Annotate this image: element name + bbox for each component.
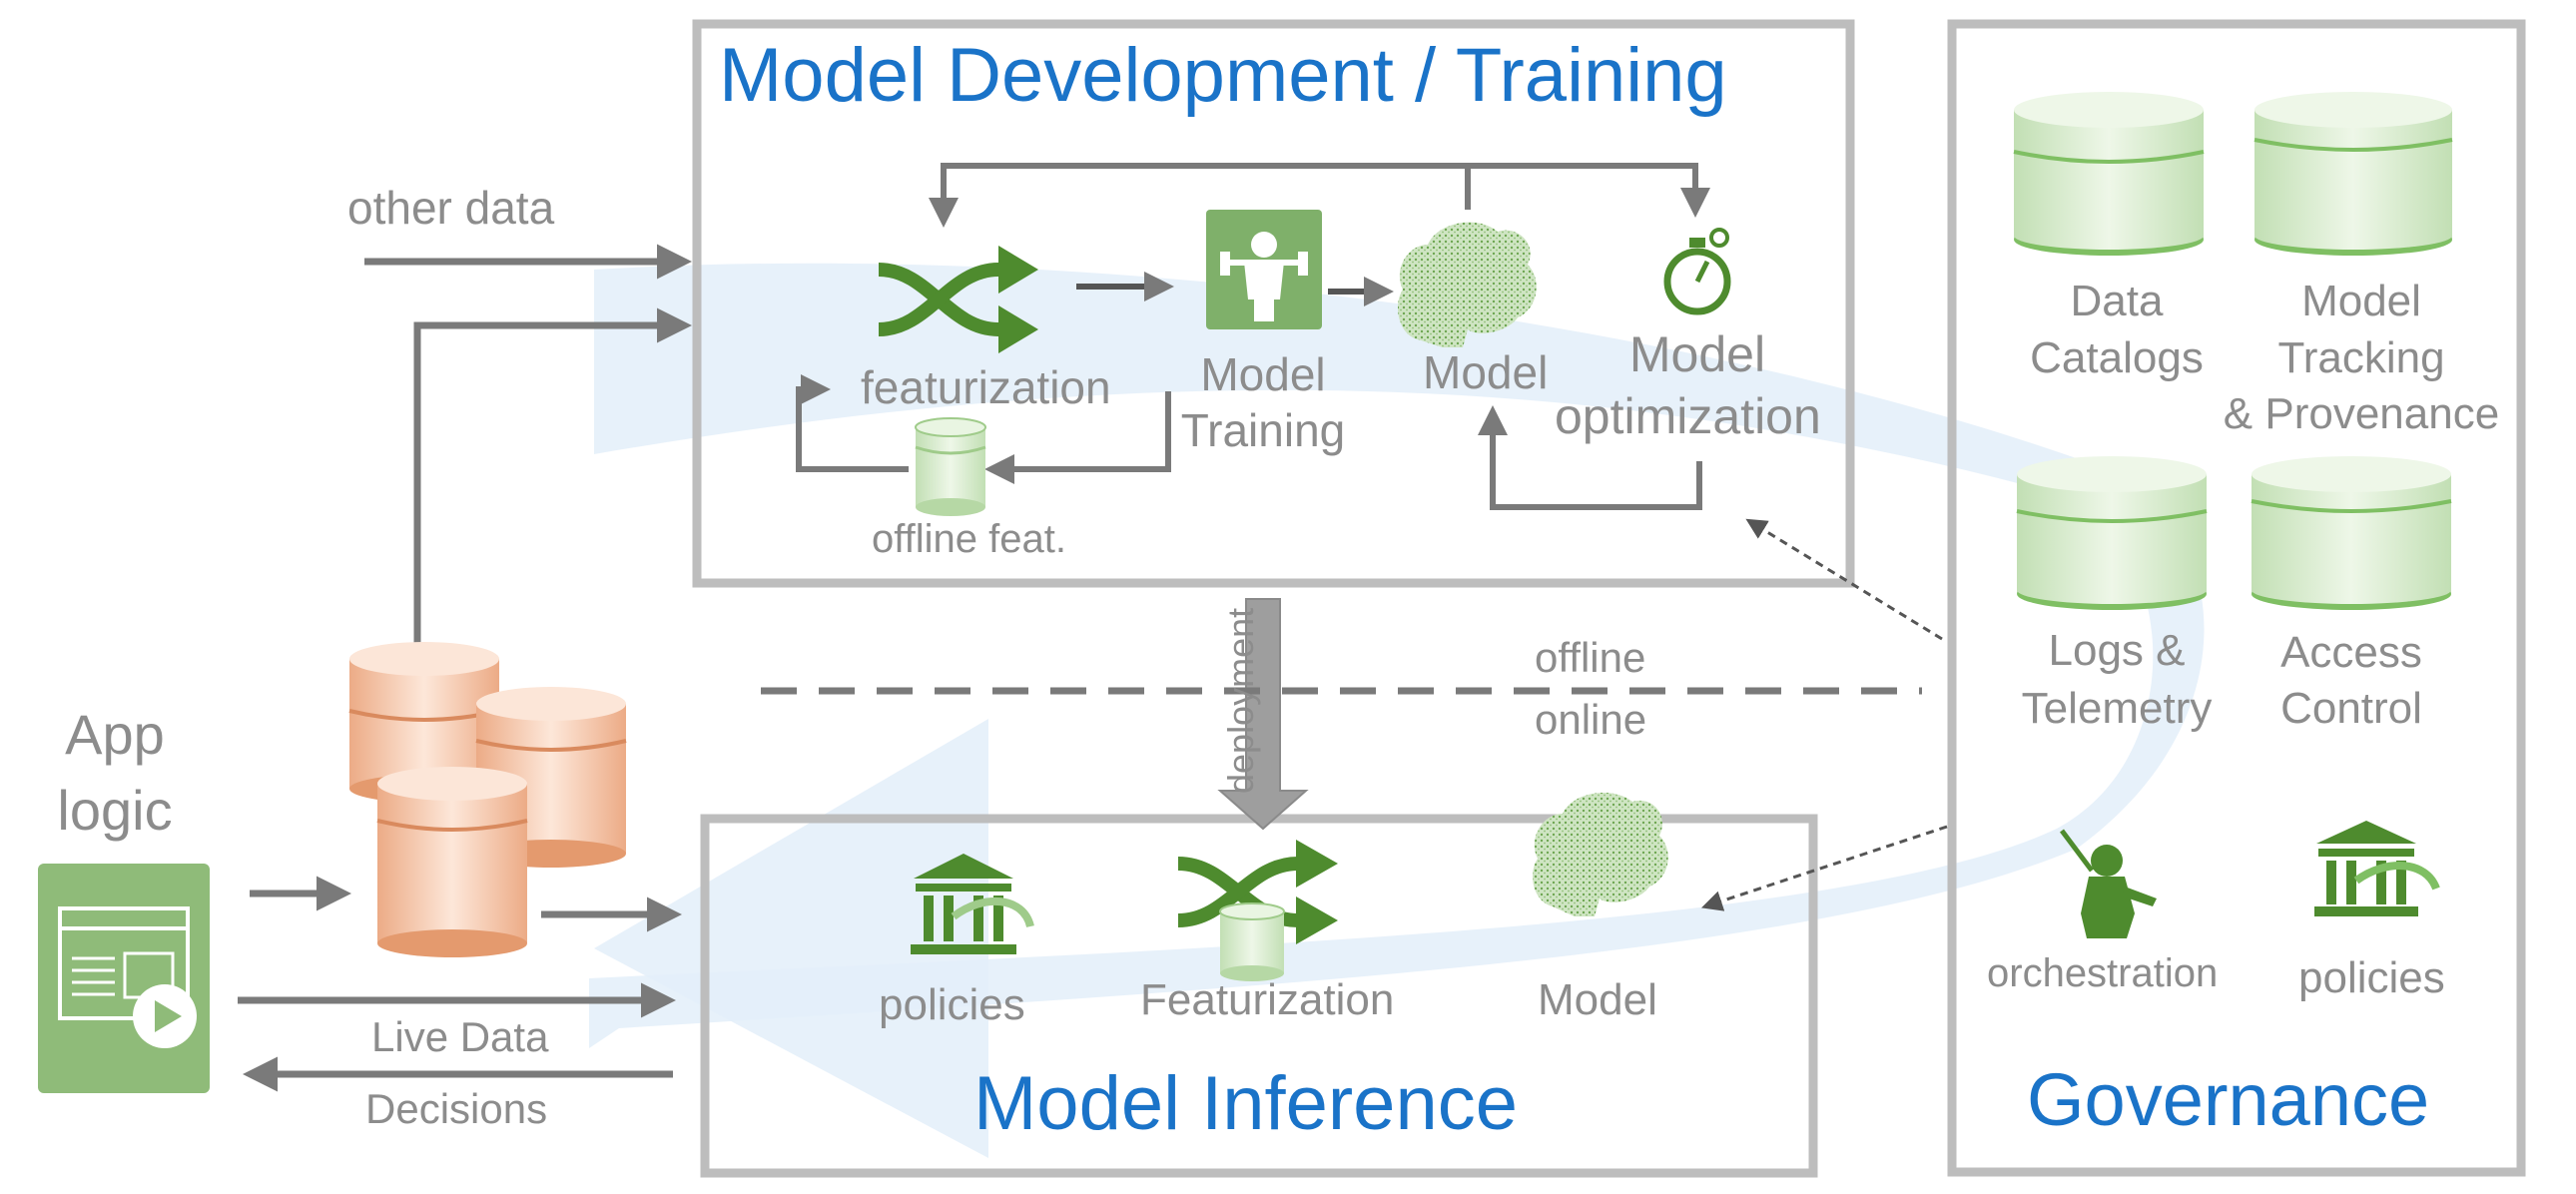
model-tracking-db-icon <box>2254 92 2453 256</box>
gov-bank-icon <box>2314 821 2440 916</box>
offline-label: offline <box>1535 634 1646 681</box>
training-label-line2: Training <box>1180 404 1346 456</box>
model-tracking-label-line1: Model <box>2301 277 2421 325</box>
conductor-icon <box>2060 829 2157 938</box>
orange-db-front <box>376 767 528 957</box>
inference-shuffle-icon <box>1177 857 1308 927</box>
inference-shuffle-arrowhead-top <box>1296 840 1338 888</box>
inference-shuffle-arrowhead-bottom <box>1296 896 1338 944</box>
training-label-line1: Model <box>1200 348 1326 400</box>
data-catalogs-label-line2: Catalogs <box>2030 333 2204 382</box>
db-to-dev-arrow <box>413 307 692 667</box>
access-label-line2: Control <box>2280 684 2422 733</box>
inference-title: Model Inference <box>973 1061 1518 1146</box>
logs-label-line1: Logs & <box>2048 626 2186 675</box>
gov-to-inference-arrow <box>1701 825 1948 911</box>
model-tracking-label-line2: Tracking <box>2277 333 2445 382</box>
logs-telemetry-db-icon <box>2016 456 2208 610</box>
inference-model-label: Model <box>1538 975 1657 1024</box>
deployment-label: deployment <box>1220 607 1261 794</box>
logs-label-line2: Telemetry <box>2021 684 2213 733</box>
stopwatch-icon <box>1663 228 1731 315</box>
access-control-db-icon <box>2251 456 2452 610</box>
gov-policies-label: policies <box>2298 953 2445 1002</box>
train-to-offline-arrow <box>984 391 1171 484</box>
play-icon <box>133 984 197 1048</box>
offline-to-feat-arrow <box>796 374 909 472</box>
database-icon <box>915 417 986 516</box>
brain-icon <box>1398 222 1537 347</box>
other-data-label: other data <box>347 182 555 234</box>
governance-title: Governance <box>2027 1058 2430 1141</box>
bank-icon <box>911 854 1034 954</box>
live-data-label: Live Data <box>371 1013 549 1060</box>
online-label: online <box>1535 696 1647 743</box>
deployment-arrow <box>1217 598 1309 831</box>
dev-title: Model Development / Training <box>719 33 1727 118</box>
flow-band <box>589 263 2205 1158</box>
app-window-icon <box>38 864 210 1093</box>
gov-to-dev-arrow <box>1745 518 1943 641</box>
flow-arrowhead <box>594 719 988 1158</box>
inference-policies-label: policies <box>879 980 1025 1029</box>
shuffle-icon <box>878 263 1008 336</box>
data-catalogs-db-icon <box>2013 92 2205 256</box>
model-label: Model <box>1423 346 1549 398</box>
decisions-label: Decisions <box>365 1085 548 1132</box>
inference-database-icon <box>1219 902 1285 981</box>
shuffle-arrowhead-bottom <box>998 305 1038 353</box>
model-to-opt-arrow <box>1468 163 1710 218</box>
optimization-label-line2: optimization <box>1555 388 1821 444</box>
featurization-label: featurization <box>861 361 1111 413</box>
model-development-box <box>692 19 1855 588</box>
app-label-line1: App <box>65 703 165 766</box>
app-label-line2: logic <box>57 779 173 842</box>
offline-feat-label: offline feat. <box>872 517 1066 561</box>
inference-featurization-label: Featurization <box>1140 975 1395 1024</box>
optimization-label-line1: Model <box>1628 326 1766 382</box>
inference-brain-icon <box>1533 792 1668 916</box>
data-catalogs-label-line1: Data <box>2070 277 2164 325</box>
weightlifter-icon <box>1206 210 1322 329</box>
governance-box <box>1947 19 2526 1177</box>
opt-to-model-arrow <box>1478 405 1702 510</box>
orchestration-label: orchestration <box>1987 951 2219 995</box>
model-tracking-label-line3: & Provenance <box>2223 389 2500 438</box>
access-label-line1: Access <box>2280 628 2422 677</box>
top-feedback-arrow <box>929 163 1471 228</box>
shuffle-arrowhead-top <box>998 246 1038 294</box>
